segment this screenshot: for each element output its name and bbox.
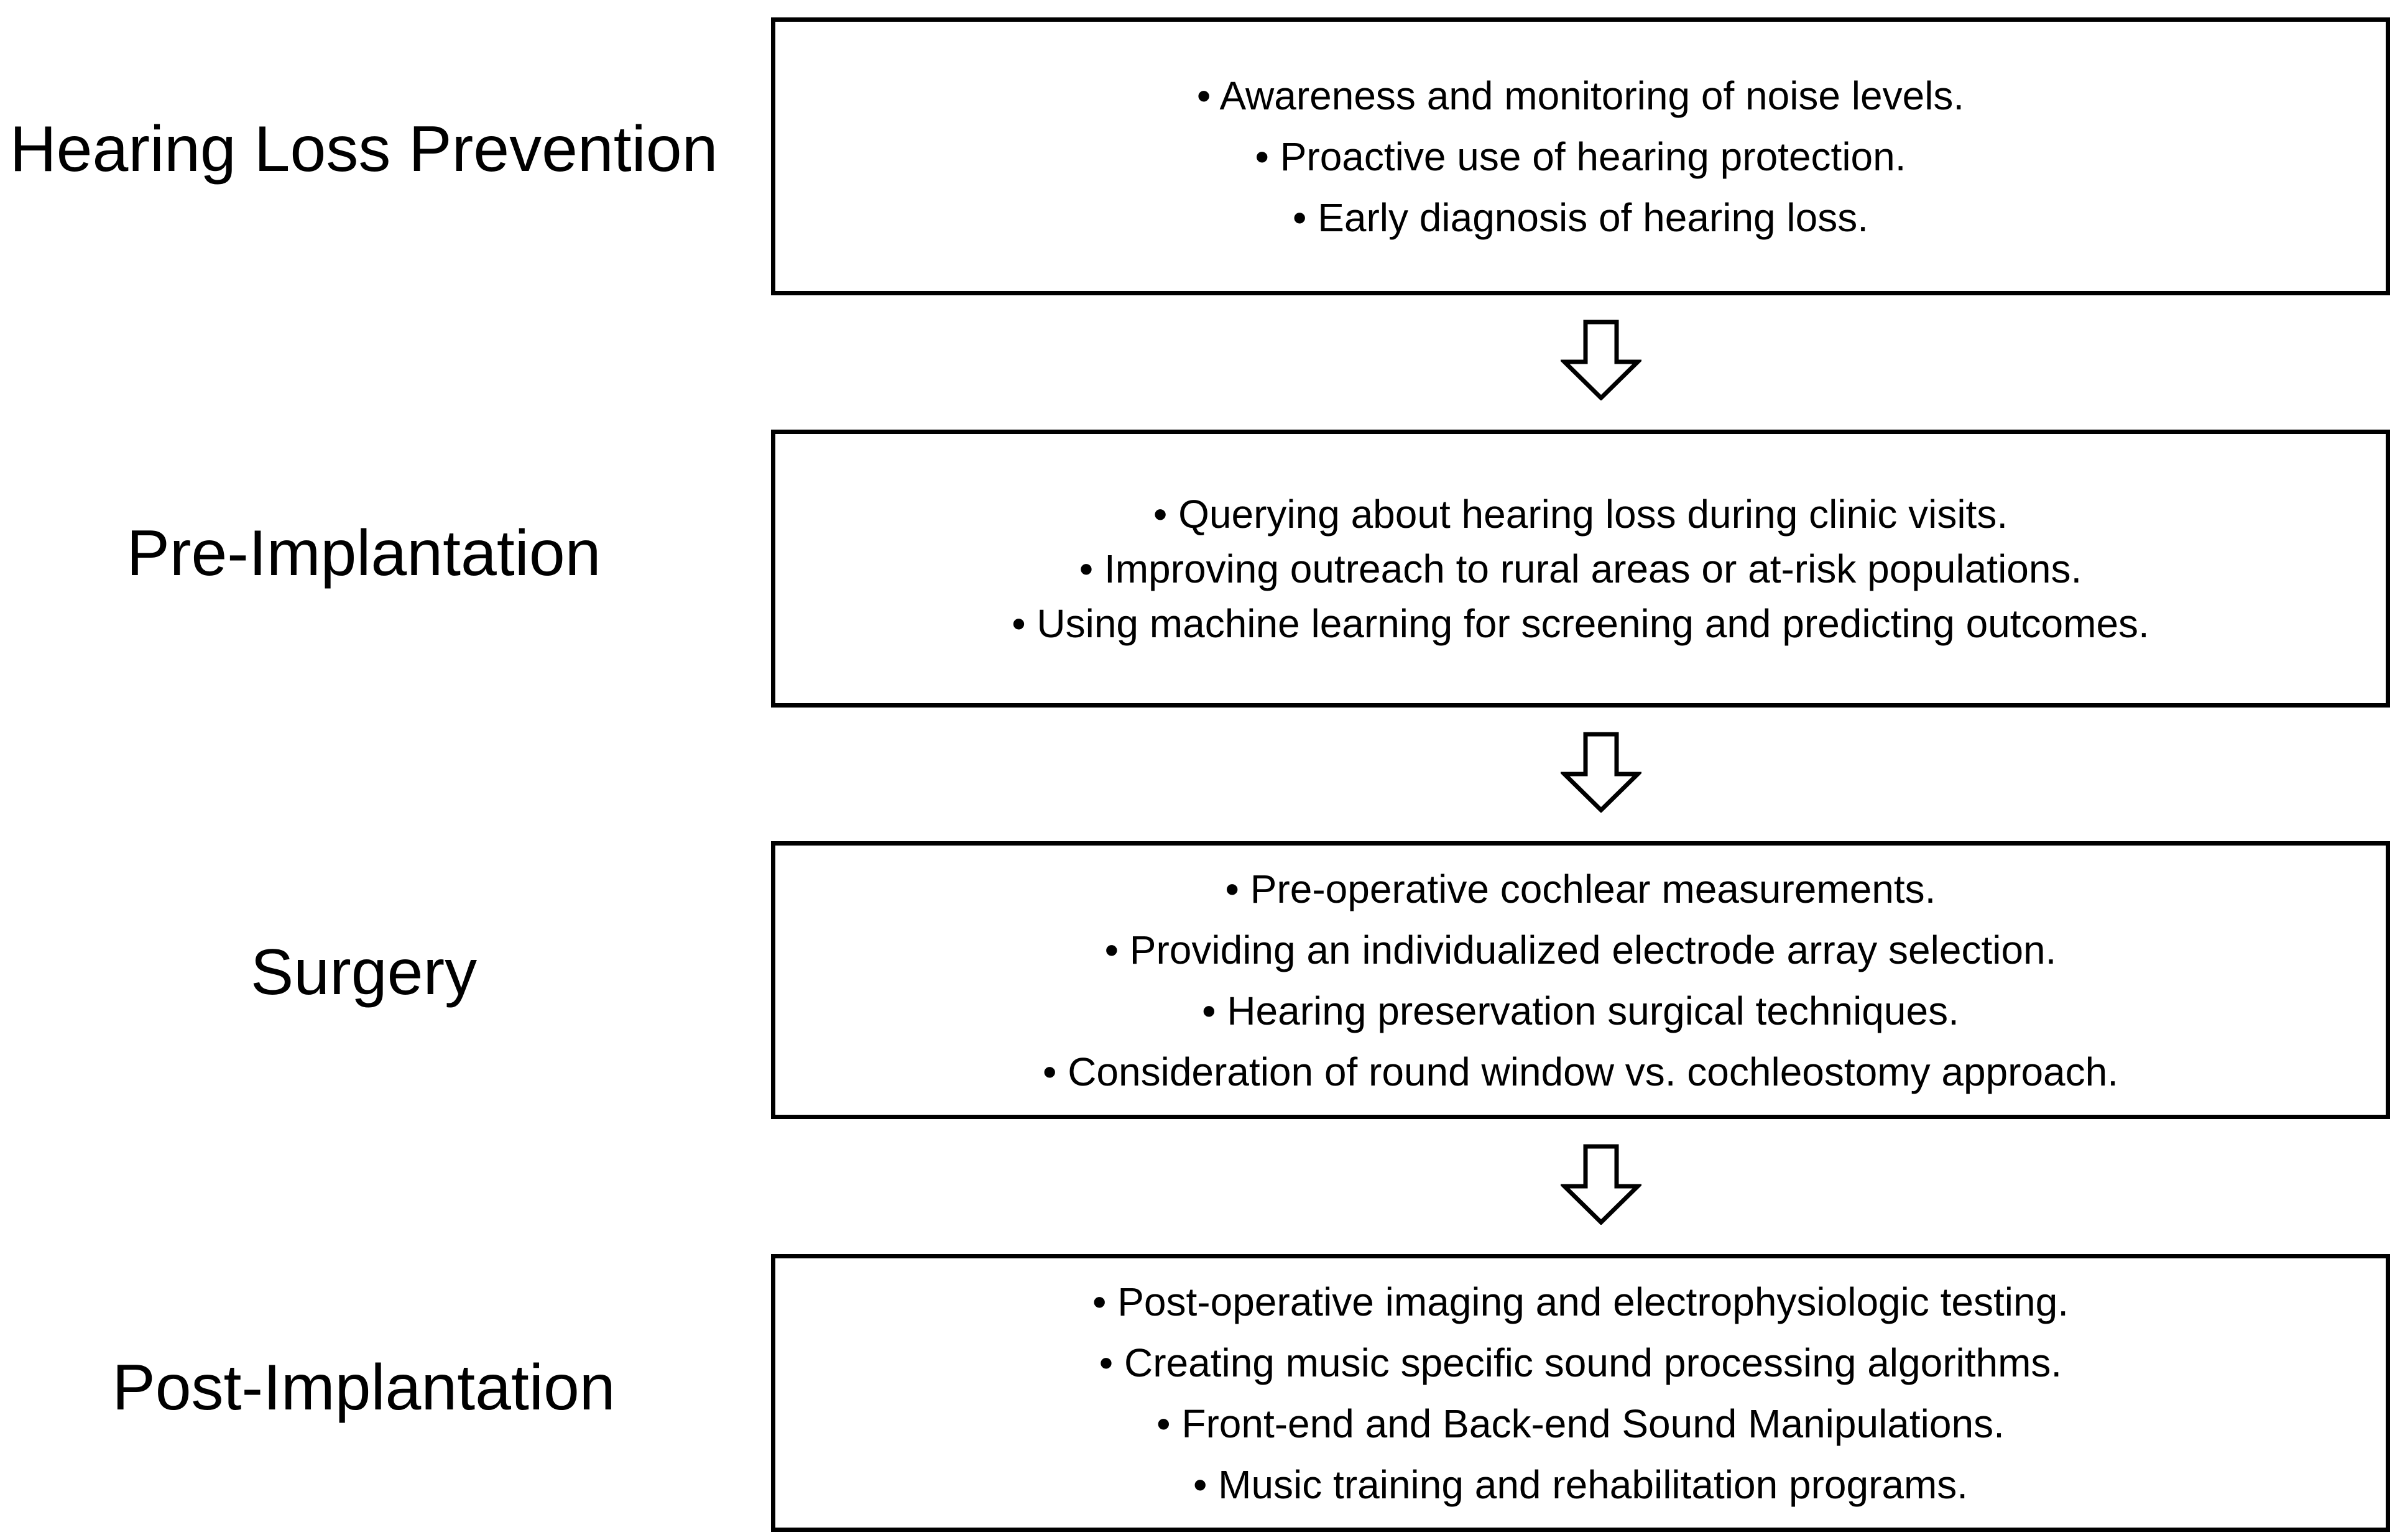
stage-box-post-implantation: Post-operative imaging and electrophysio…: [771, 1254, 2390, 1532]
stage-box-pre-implantation: Querying about hearing loss during clini…: [771, 430, 2390, 708]
stage-item: Using machine learning for screening and…: [1012, 596, 2149, 651]
stage-item: Consideration of round window vs. cochle…: [1043, 1041, 2118, 1102]
down-arrow-icon: [1561, 732, 1641, 813]
stage-label-post-implantation: Post-Implantation: [112, 1352, 616, 1424]
stage-label-hearing-loss-prevention: Hearing Loss Prevention: [9, 113, 718, 185]
stage-item: Post-operative imaging and electrophysio…: [1092, 1271, 2069, 1332]
stage-item: Hearing preservation surgical techniques…: [1202, 980, 1959, 1041]
stage-item: Querying about hearing loss during clini…: [1153, 487, 2008, 542]
down-arrow-icon: [1561, 1144, 1641, 1225]
stage-item: Pre-operative cochlear measurements.: [1226, 859, 1936, 920]
down-arrow-icon: [1561, 320, 1641, 400]
stage-box-surgery: Pre-operative cochlear measurements. Pro…: [771, 841, 2390, 1119]
stage-item: Improving outreach to rural areas or at-…: [1079, 542, 2082, 596]
stage-item: Creating music specific sound processing…: [1099, 1332, 2062, 1393]
stage-item: Music training and rehabilitation progra…: [1193, 1454, 1968, 1515]
stage-label-pre-implantation: Pre-Implantation: [126, 517, 601, 589]
stage-item: Front-end and Back-end Sound Manipulatio…: [1156, 1393, 2005, 1454]
stage-item: Awareness and monitoring of noise levels…: [1197, 65, 1964, 126]
stage-item: Providing an individualized electrode ar…: [1105, 920, 2057, 980]
stage-item: Proactive use of hearing protection.: [1255, 126, 1906, 187]
stage-box-hearing-loss-prevention: Awareness and monitoring of noise levels…: [771, 17, 2390, 295]
stage-label-surgery: Surgery: [250, 936, 478, 1008]
stage-item: Early diagnosis of hearing loss.: [1293, 187, 1868, 248]
